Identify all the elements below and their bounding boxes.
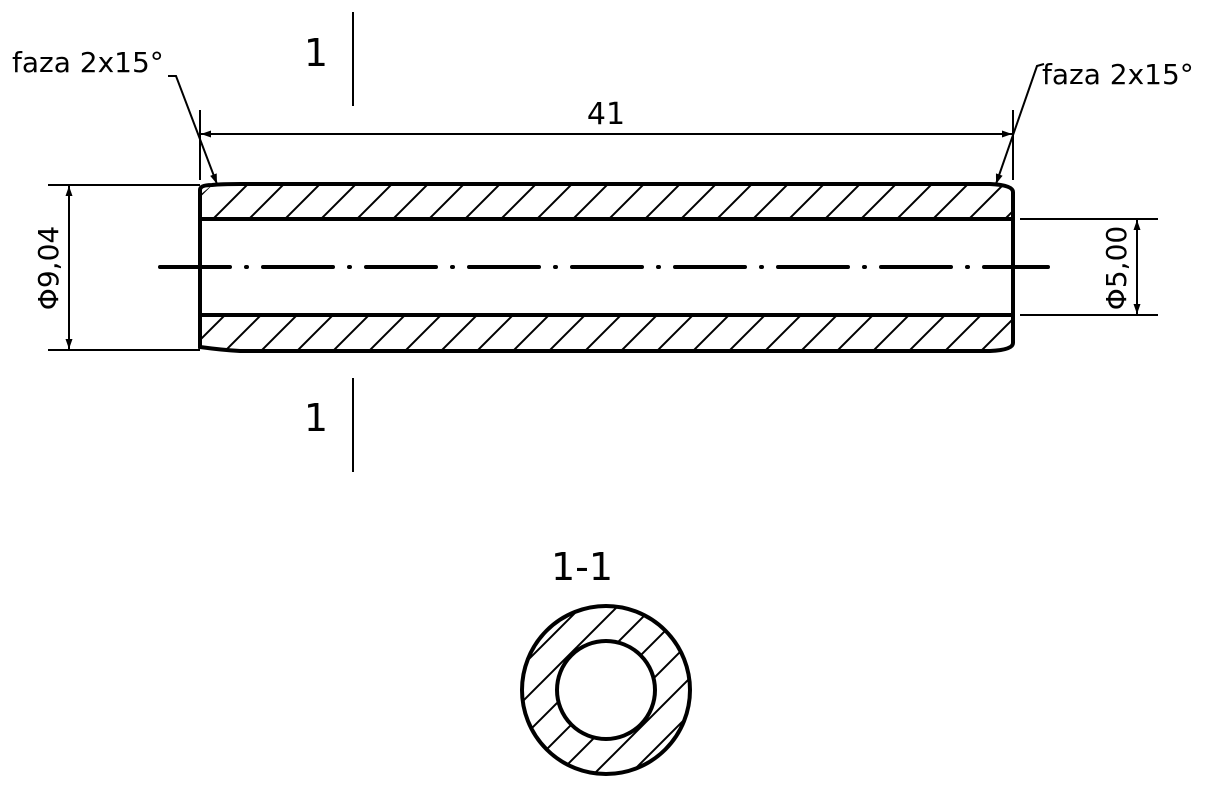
section-mark-top-label: 1 [304,31,328,75]
chamfer-right-callout: faza 2x15° [995,58,1194,185]
section-view-1-1: 1-1 [520,545,692,776]
outer-diameter-dimension: Φ9,04 [32,184,200,351]
inner-diameter-dimension: Φ5,00 [1020,218,1158,316]
section-ring-hatch [522,606,690,774]
outer-dia-text: Φ9,04 [32,226,65,310]
lower-wall-hatch [200,315,1013,350]
length-dimension: 41 [199,97,1014,180]
section-outer-circle [520,604,692,776]
section-inner-circle [555,639,657,741]
section-mark-bottom-label: 1 [304,396,328,440]
upper-wall-hatch [200,185,1013,219]
chamfer-left-callout: faza 2x15° [12,46,218,185]
tube-side-section [158,182,1050,353]
chamfer-right-text: faza 2x15° [1042,58,1194,91]
inner-dia-text: Φ5,00 [1100,226,1133,310]
section-mark-bottom: 1 [304,378,354,472]
chamfer-left-text: faza 2x15° [12,46,164,79]
length-dim-text: 41 [587,97,625,132]
section-mark-top: 1 [304,12,354,106]
section-title: 1-1 [551,545,613,589]
outer-contour [198,182,1015,353]
